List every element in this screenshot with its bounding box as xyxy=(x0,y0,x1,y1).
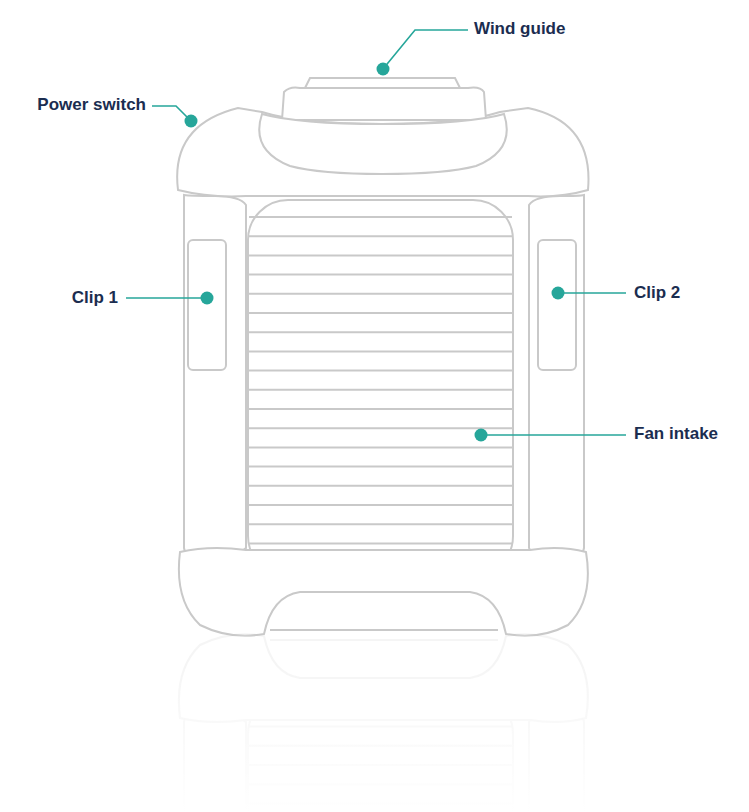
part-label: Wind guide xyxy=(474,19,565,39)
part-label: Fan intake xyxy=(634,424,718,444)
fan-body xyxy=(177,78,588,636)
part-label: Power switch xyxy=(37,95,146,115)
callout-dots xyxy=(185,63,565,442)
part-label: Clip 1 xyxy=(72,288,118,308)
leader-lines xyxy=(126,30,626,435)
part-label: Clip 2 xyxy=(634,283,680,303)
